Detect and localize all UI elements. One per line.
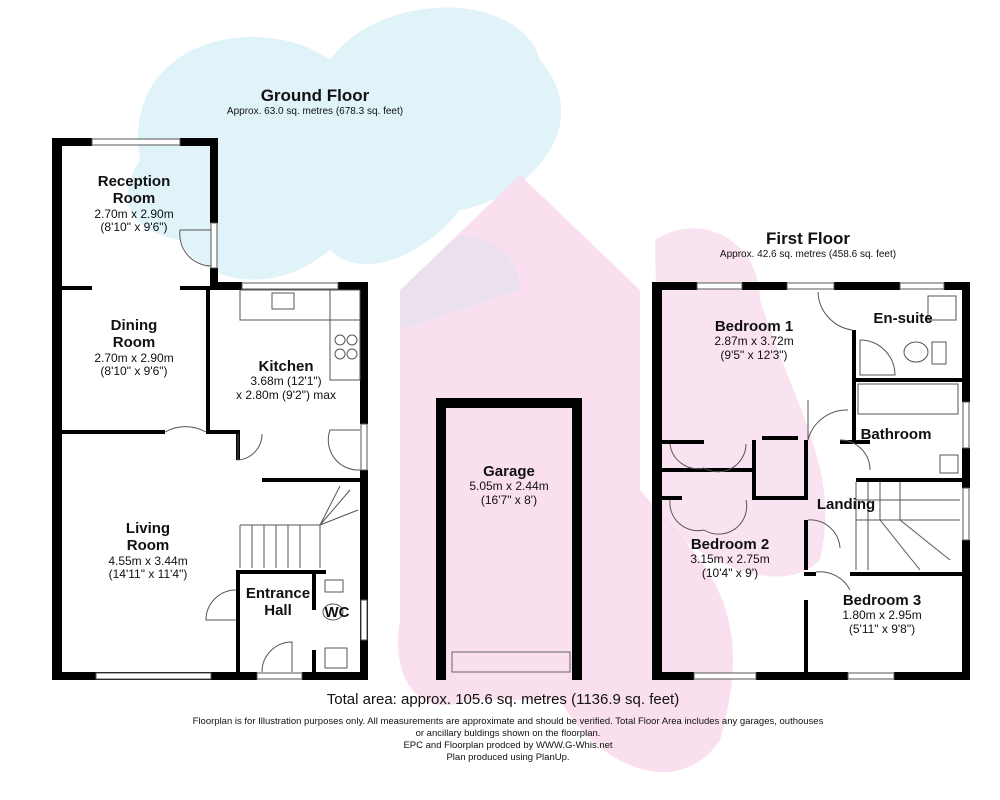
credit-line: Plan produced using PlanUp. bbox=[446, 751, 570, 763]
first-floor-title: First Floor bbox=[765, 229, 851, 248]
room-garage: Garage 5.05m x 2.44m (16'7" x 8') bbox=[469, 463, 548, 508]
room-name: Reception Room bbox=[97, 173, 171, 208]
room-dim-metric: 2.70m x 2.90m bbox=[94, 206, 174, 221]
room-name: Bedroom 3 bbox=[842, 592, 922, 609]
room-entrance-hall: Entrance Hall bbox=[243, 585, 313, 620]
room-dim-metric: 2.70m x 2.90m bbox=[94, 350, 174, 365]
disclaimer-line: Floorplan is for Illustration purposes o… bbox=[192, 716, 824, 727]
total-area: Total area: approx. 105.6 sq. metres (11… bbox=[326, 691, 680, 708]
room-dim-metric: 2.87m x 3.72m bbox=[714, 334, 794, 349]
room-name: WC bbox=[324, 604, 350, 621]
room-name: Living Room bbox=[125, 520, 171, 555]
room-reception: Reception Room 2.70m x 2.90m (8'10" x 9'… bbox=[79, 173, 189, 235]
room-dim-metric: 3.15m x 2.75m bbox=[690, 552, 770, 567]
first-floor-area: Approx. 42.6 sq. metres (458.6 sq. feet) bbox=[719, 248, 897, 260]
room-name: En-suite bbox=[873, 310, 933, 327]
room-dim-imperial: (8'10" x 9'6") bbox=[100, 364, 168, 379]
room-living: Living Room 4.55m x 3.44m (14'11" x 11'4… bbox=[108, 520, 188, 582]
room-dim-imperial: (14'11" x 11'4") bbox=[108, 567, 188, 582]
watermark-pink-blob bbox=[655, 228, 826, 577]
room-name: Entrance Hall bbox=[245, 585, 311, 620]
credit-line: EPC and Floorplan prodced by WWW.G-Whis.… bbox=[403, 739, 613, 751]
room-bedroom-1: Bedroom 1 2.87m x 3.72m (9'5" x 12'3") bbox=[714, 318, 793, 363]
room-kitchen: Kitchen 3.68m (12'1") x 2.80m (9'2") max bbox=[236, 358, 336, 403]
room-name: Bedroom 1 bbox=[714, 318, 794, 335]
room-name: Kitchen bbox=[258, 358, 314, 375]
room-name: Bathroom bbox=[860, 426, 932, 443]
room-dim-metric: 1.80m x 2.95m bbox=[842, 608, 922, 623]
room-wc: WC bbox=[325, 604, 350, 621]
ground-floor-heading: Ground Floor Approx. 63.0 sq. metres (67… bbox=[227, 86, 403, 117]
garage-door bbox=[451, 651, 571, 673]
ground-floor-fixtures bbox=[91, 138, 368, 680]
room-dim-metric: 5.05m x 2.44m bbox=[469, 479, 549, 494]
room-dim-imperial: (9'5" x 12'3") bbox=[720, 348, 788, 363]
room-name: Garage bbox=[483, 463, 535, 480]
first-floor-heading: First Floor Approx. 42.6 sq. metres (458… bbox=[720, 229, 896, 260]
room-bathroom: Bathroom bbox=[861, 426, 932, 443]
room-dim-imperial: (8'10" x 9'6") bbox=[100, 220, 168, 235]
disclaimer-line: or ancillary buldings shown on the floor… bbox=[415, 727, 601, 739]
first-floor-fixtures bbox=[669, 282, 970, 680]
room-dim-imperial: (5'11" x 9'8") bbox=[848, 622, 916, 637]
room-dim-metric: 4.55m x 3.44m bbox=[108, 553, 188, 568]
room-bedroom-2: Bedroom 2 3.15m x 2.75m (10'4" x 9') bbox=[690, 536, 769, 581]
room-en-suite: En-suite bbox=[873, 310, 932, 327]
first-floor-walls bbox=[652, 282, 970, 680]
room-landing: Landing bbox=[817, 496, 875, 513]
room-dim-imperial: x 2.80m (9'2") max bbox=[236, 388, 336, 403]
room-name: Dining Room bbox=[110, 317, 158, 352]
room-dim-imperial: (16'7" x 8') bbox=[480, 493, 538, 508]
room-name: Bedroom 2 bbox=[690, 536, 770, 553]
disclaimer: Floorplan is for Illustration purposes o… bbox=[193, 716, 824, 764]
room-dim-imperial: (10'4" x 9') bbox=[701, 566, 759, 581]
watermark-pink-house bbox=[398, 175, 733, 773]
watermark-blue-overlap bbox=[400, 235, 520, 330]
ground-floor-title: Ground Floor bbox=[260, 86, 370, 105]
watermark-blue-shape bbox=[128, 7, 562, 280]
room-dim-metric: 3.68m (12'1") bbox=[250, 374, 322, 389]
ground-floor-area: Approx. 63.0 sq. metres (678.3 sq. feet) bbox=[226, 105, 404, 117]
room-dining: Dining Room 2.70m x 2.90m (8'10" x 9'6") bbox=[94, 317, 174, 379]
room-bedroom-3: Bedroom 3 1.80m x 2.95m (5'11" x 9'8") bbox=[842, 592, 921, 637]
garage-walls bbox=[436, 398, 582, 680]
room-name: Landing bbox=[816, 496, 876, 513]
